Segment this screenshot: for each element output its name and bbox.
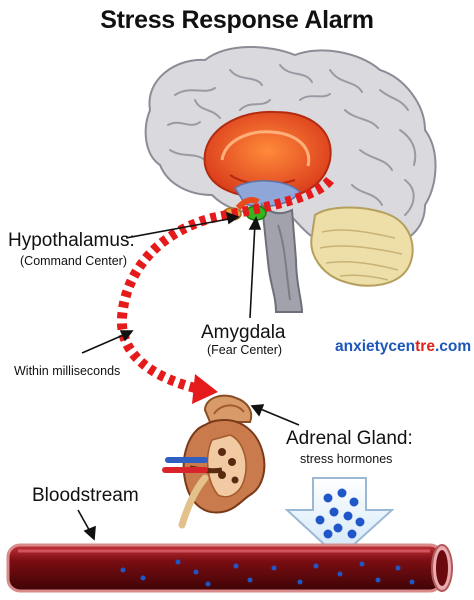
timing-label: Within milliseconds — [14, 364, 121, 378]
kidney-illustration — [162, 394, 266, 529]
diagram-title: Stress Response Alarm — [100, 6, 374, 34]
adrenal-gland-sublabel: stress hormones — [300, 452, 393, 466]
adrenal-gland-label: Adrenal Gland: — [286, 428, 413, 449]
hormone-release-arrow-icon — [284, 477, 395, 560]
brain-illustration — [144, 46, 437, 313]
bloodstream-label: Bloodstream — [32, 485, 139, 506]
brand-part-3: .com — [434, 338, 472, 355]
alarm-signal-arrow — [116, 176, 334, 404]
amygdala-sublabel: (Fear Center) — [207, 343, 283, 357]
amygdala-label: Amygdala — [201, 322, 286, 343]
hypothalamus-sublabel: (Command Center) — [20, 254, 127, 268]
brand-watermark: anxietycentre.com — [335, 338, 471, 356]
blood-vessel-illustration — [6, 543, 453, 593]
hypothalamus-label: Hypothalamus: — [8, 230, 135, 251]
pointer-lines — [77, 211, 300, 541]
brand-part-2: tre — [415, 338, 435, 355]
brand-part-1: anxietycen — [335, 338, 416, 355]
